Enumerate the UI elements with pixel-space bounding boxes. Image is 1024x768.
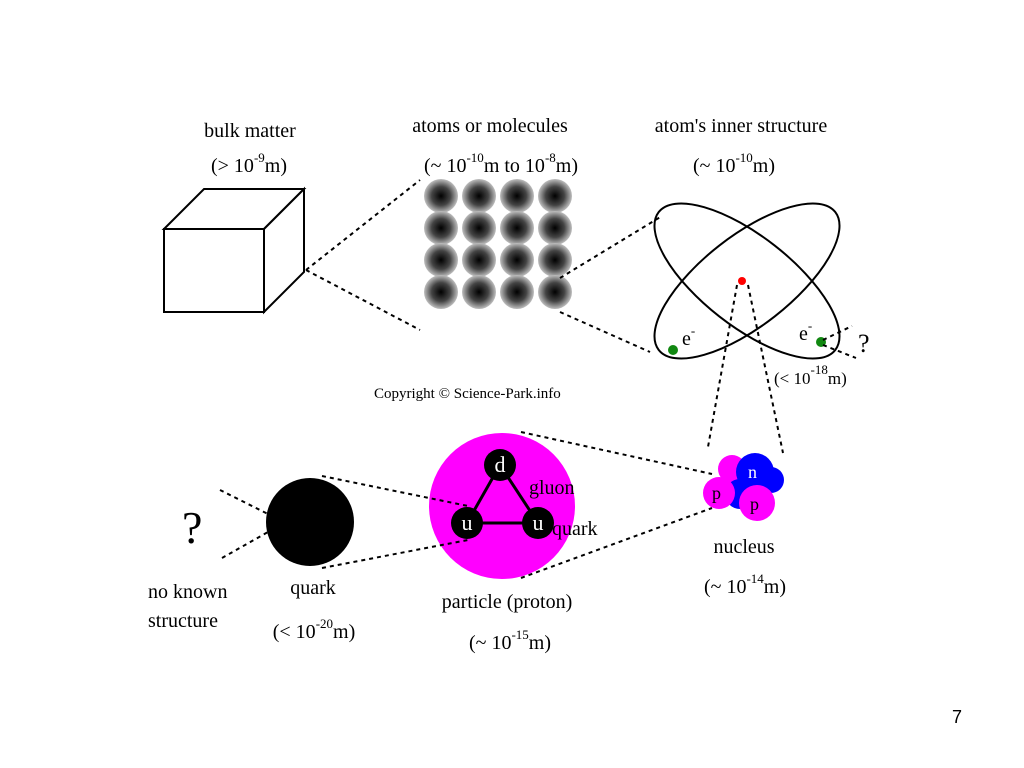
neutron-label: n — [748, 462, 757, 482]
electron-orbit-1 — [653, 202, 841, 360]
atom — [462, 211, 496, 245]
gluon-label: gluon — [529, 477, 575, 499]
nucleus-dot — [738, 277, 746, 285]
atom-inner-title: atom's inner structure — [655, 115, 828, 137]
atom — [538, 211, 572, 245]
atoms-title: atoms or molecules — [412, 115, 568, 137]
zoom-line-quark-bottom — [321, 539, 469, 569]
atom — [424, 211, 458, 245]
no-known-label-line2: structure — [148, 610, 218, 632]
atom — [500, 243, 534, 277]
atom — [538, 179, 572, 213]
atom — [500, 211, 534, 245]
quark-sphere — [266, 478, 354, 566]
neutron-ball — [736, 453, 774, 491]
gluon-bonds — [464, 462, 541, 525]
question-mark-small: ? — [858, 329, 870, 358]
atom — [462, 179, 496, 213]
atom-inner-size: (~ 10-10m) — [693, 150, 775, 177]
atom — [424, 275, 458, 309]
zoom-line-proton-top — [520, 431, 713, 475]
zoom-line-atom-top — [559, 215, 663, 279]
no-known-label-line1: no known — [148, 581, 227, 603]
zoom-line-nucleus-left — [707, 284, 738, 448]
bulk-matter-size: (> 10-9m) — [211, 150, 287, 177]
quark-d-label: d — [495, 452, 506, 477]
zoom-line-proton-bottom — [520, 507, 713, 579]
proton-label-2: p — [750, 494, 759, 514]
zoom-line-electron-bottom — [822, 344, 857, 359]
zoom-line-electron-top — [822, 325, 853, 341]
quark-u-left — [451, 507, 483, 539]
proton-particle — [429, 433, 575, 579]
electron-left-label: e- — [682, 323, 695, 350]
bulk-matter-title: bulk matter — [204, 120, 296, 142]
proton-body — [429, 433, 575, 579]
proton-title: particle (proton) — [442, 591, 573, 613]
atom — [462, 275, 496, 309]
quark-title: quark — [290, 577, 336, 599]
proton-ball — [703, 477, 735, 509]
quark-u-right — [522, 507, 554, 539]
quark-label: quark — [552, 518, 598, 540]
zoom-line-atom-bottom — [559, 311, 651, 353]
atom — [538, 243, 572, 277]
electron-right-label: e- — [799, 318, 812, 345]
nucleus-cluster — [703, 453, 784, 521]
quark-u-right-label: u — [533, 510, 544, 535]
copyright-notice: Copyright © Science-Park.info — [374, 386, 561, 402]
atom — [424, 243, 458, 277]
atoms-size: (~ 10-10m to 10-8m) — [424, 150, 578, 177]
atoms-grid — [424, 179, 572, 309]
quark-size: (< 10-20m) — [273, 616, 356, 643]
atom — [500, 275, 534, 309]
atom — [538, 275, 572, 309]
proton-size: (~ 10-15m) — [469, 627, 551, 654]
quark-d — [484, 449, 516, 481]
zoom-line-cube-bottom — [305, 269, 421, 331]
atom — [500, 179, 534, 213]
atom — [462, 243, 496, 277]
page-number: 7 — [951, 707, 962, 727]
zoom-line-quark-top — [321, 475, 469, 507]
proton-ball — [739, 485, 775, 521]
question-mark-big: ? — [182, 502, 202, 553]
proton-label-1: p — [712, 483, 721, 503]
atom — [424, 179, 458, 213]
electron-orbit-2 — [653, 202, 841, 360]
quark-u-left-label: u — [462, 510, 473, 535]
zoom-line-cube-top — [305, 179, 421, 271]
electron-size: (< 10-18m) — [774, 362, 847, 388]
electron-left — [668, 345, 678, 355]
zoom-line-unknown-top — [219, 489, 269, 515]
nucleus-title: nucleus — [713, 536, 774, 558]
atom-structure — [653, 202, 841, 360]
bulk-matter-cube — [161, 186, 307, 315]
zoom-line-unknown-bottom — [221, 531, 269, 559]
nucleus-size: (~ 10-14m) — [704, 571, 786, 598]
